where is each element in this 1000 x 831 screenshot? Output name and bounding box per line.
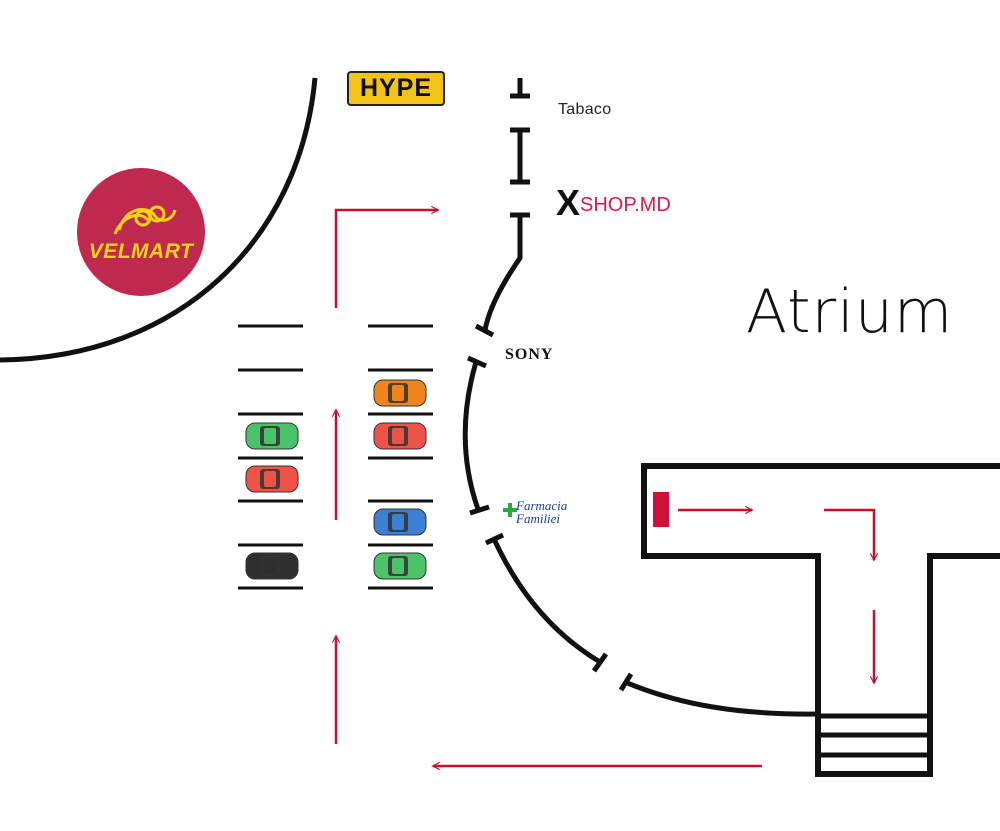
xshop-logo-text: SHOP.MD xyxy=(580,194,671,216)
velmart-logo-text: VELMART xyxy=(88,240,194,263)
xshop-logo: XSHOP.MD xyxy=(556,182,671,224)
hype-logo: HYPE xyxy=(347,71,445,106)
staircase xyxy=(818,713,930,758)
entrance-marker xyxy=(653,492,669,527)
parked-car-right-orange xyxy=(373,379,427,407)
parked-car-left-green xyxy=(245,422,299,450)
parked-car-left-black xyxy=(245,552,299,580)
parked-car-right-green xyxy=(373,552,427,580)
map-title-atrium: Atrium xyxy=(746,277,954,347)
velmart-logo: VELMART xyxy=(77,168,205,296)
velmart-emblem-icon xyxy=(113,205,177,235)
store-label-tabaco: Tabaco xyxy=(558,101,612,118)
parked-cars xyxy=(245,379,427,580)
parked-car-left-red xyxy=(245,465,299,493)
farmacia-line1: Farmacia xyxy=(516,498,568,513)
arrow-corridor-down xyxy=(824,508,874,560)
hype-logo-text: HYPE xyxy=(359,74,433,102)
parking-lines xyxy=(238,324,433,590)
t-corridor-wall xyxy=(641,463,1000,777)
velmart-building-wall xyxy=(0,77,318,363)
route-arrows xyxy=(336,210,874,766)
gallery-top-wall xyxy=(474,78,530,338)
farmacia-line2: Familiei xyxy=(516,511,561,526)
sony-logo: SONY xyxy=(505,346,554,363)
parked-car-right-red xyxy=(373,422,427,450)
parked-car-right-blue xyxy=(373,508,427,536)
pharmacy-cross-icon xyxy=(503,503,517,517)
arrow-up-to-shop xyxy=(334,210,438,308)
atrium-curved-wall xyxy=(462,355,819,717)
farmacia-familiei-logo: Farmacia Familiei xyxy=(503,499,567,525)
xshop-logo-x: X xyxy=(556,182,581,223)
